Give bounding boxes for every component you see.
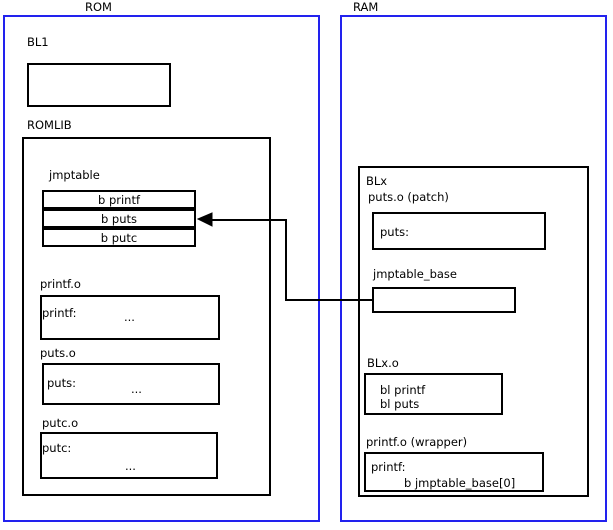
blx-o-label: BLx.o bbox=[367, 356, 399, 370]
printf-o-symbol: printf: bbox=[42, 306, 77, 320]
bl1-box bbox=[27, 63, 171, 107]
printf-wrapper-branch: b jmptable_base[0] bbox=[404, 476, 516, 490]
putc-o-symbol: putc: bbox=[42, 441, 72, 455]
jmptable-base-box bbox=[372, 287, 516, 313]
printf-wrapper-label: printf.o (wrapper) bbox=[366, 435, 468, 449]
blx-o-code: bl printf bl puts bbox=[380, 383, 426, 412]
jmptable-label: jmptable bbox=[49, 168, 100, 182]
puts-patch-label: puts.o (patch) bbox=[368, 190, 449, 204]
puts-o-body: ... bbox=[131, 382, 142, 396]
printf-o-body: ... bbox=[124, 310, 135, 324]
putc-o-box bbox=[40, 432, 218, 479]
jmptable-entry-putc[interactable]: b putc bbox=[42, 228, 196, 247]
ram-region-title: RAM bbox=[353, 0, 379, 14]
puts-patch-box bbox=[372, 212, 546, 250]
romlib-label: ROMLIB bbox=[27, 118, 72, 132]
puts-o-symbol: puts: bbox=[47, 376, 76, 390]
puts-patch-symbol: puts: bbox=[380, 225, 409, 239]
putc-o-label: putc.o bbox=[42, 416, 79, 430]
printf-o-box bbox=[40, 295, 220, 340]
printf-o-label: printf.o bbox=[40, 277, 81, 291]
blx-o-box bbox=[364, 373, 503, 415]
printf-wrapper-box bbox=[364, 452, 544, 492]
blx-label: BLx bbox=[366, 174, 388, 188]
puts-o-box bbox=[42, 363, 220, 405]
rom-region-title: ROM bbox=[85, 0, 112, 14]
putc-o-body: ... bbox=[125, 459, 136, 473]
jmptable-entry-puts[interactable]: b puts bbox=[42, 209, 196, 228]
jmptable-base-label: jmptable_base bbox=[373, 267, 457, 281]
bl1-label: BL1 bbox=[27, 35, 49, 49]
puts-o-label: puts.o bbox=[40, 346, 76, 360]
jmptable-entry-printf[interactable]: b printf bbox=[42, 190, 196, 209]
printf-wrapper-symbol: printf: bbox=[371, 460, 406, 474]
